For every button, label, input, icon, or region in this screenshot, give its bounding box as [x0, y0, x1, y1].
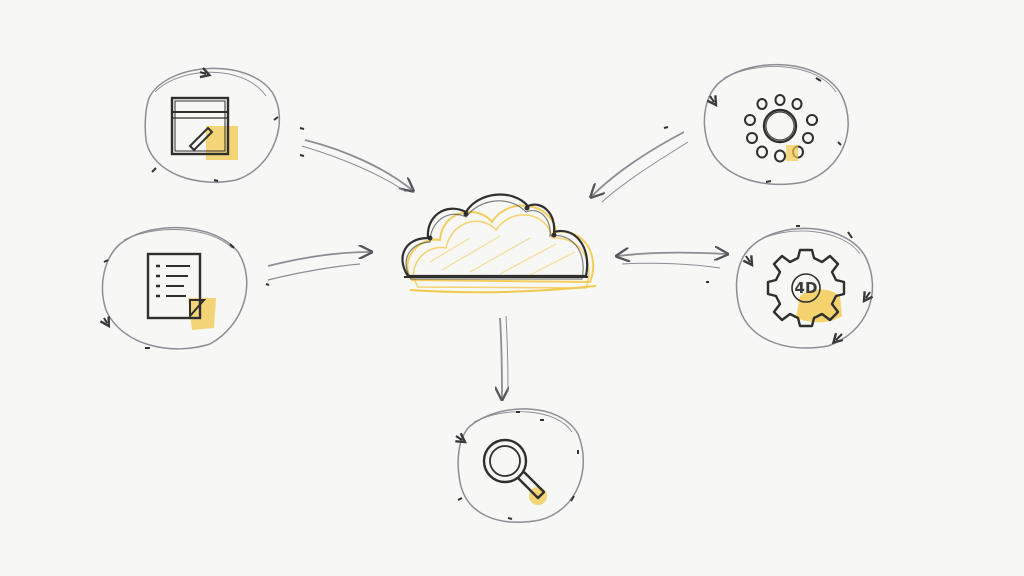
- node-sun: [703, 63, 849, 186]
- gear-icon: 4D: [766, 248, 846, 328]
- node-search: [455, 408, 585, 523]
- arrow-gear-cloud-bidirectional: [618, 253, 726, 283]
- cloud-icon: [401, 193, 597, 294]
- checklist-document-icon: [146, 252, 216, 330]
- arrow-sun-to-cloud: [592, 126, 689, 203]
- node-circle: [99, 226, 248, 350]
- node-circle: [703, 63, 849, 186]
- arrow-editor-to-cloud: [299, 127, 412, 192]
- sun-icon: [744, 94, 818, 163]
- node-list: [99, 226, 248, 350]
- node-editor: [144, 67, 281, 183]
- node-circle: [455, 408, 585, 523]
- gear-label: 4D: [795, 279, 818, 297]
- magnifier-icon: [482, 438, 547, 505]
- node-circle: [144, 67, 281, 183]
- arrow-list-to-cloud: [265, 252, 370, 286]
- edit-document-icon: [170, 96, 238, 160]
- arrow-cloud-to-search: [500, 315, 508, 398]
- node-gear: 4D: [735, 225, 874, 349]
- node-circle: [735, 225, 874, 349]
